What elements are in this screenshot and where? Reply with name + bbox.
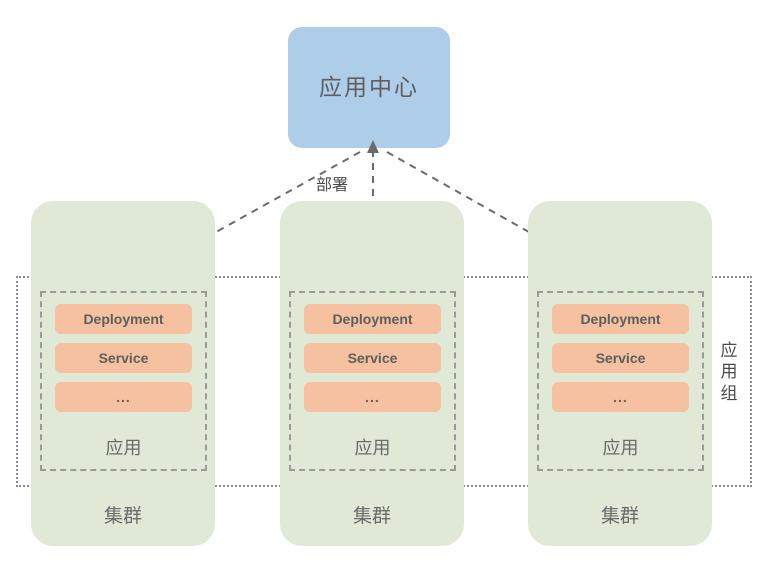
resource-pill-more[interactable]: ... (55, 382, 192, 412)
app-center-node[interactable]: 应用中心 (288, 27, 450, 148)
app-resources-2: Deployment Service ... (291, 293, 454, 421)
cluster-label-1: 集群 (103, 506, 142, 527)
app-resources-1: Deployment Service ... (42, 293, 205, 421)
resource-pill-service[interactable]: Service (304, 343, 441, 373)
resource-pill-deployment[interactable]: Deployment (552, 304, 689, 334)
cluster-label-3: 集群 (600, 506, 639, 527)
app-box-label-3: 应用 (602, 438, 639, 458)
resource-pill-more[interactable]: ... (304, 382, 441, 412)
edge-label-deploy: 部署 (316, 177, 349, 194)
app-box-3[interactable]: Deployment Service ... 应用 (537, 291, 704, 471)
resource-pill-service[interactable]: Service (55, 343, 192, 373)
app-center-label: 应用中心 (319, 74, 419, 100)
app-box-2[interactable]: Deployment Service ... 应用 (289, 291, 456, 471)
app-box-label-1: 应用 (105, 438, 142, 458)
resource-pill-service[interactable]: Service (552, 343, 689, 373)
cluster-node-2[interactable]: Deployment Service ... 应用 集群 (280, 201, 464, 546)
app-box-label-2: 应用 (354, 438, 391, 458)
resource-pill-more[interactable]: ... (552, 382, 689, 412)
cluster-node-3[interactable]: Deployment Service ... 应用 集群 (528, 201, 712, 546)
cluster-label-2: 集群 (352, 506, 391, 527)
app-resources-3: Deployment Service ... (539, 293, 702, 421)
app-group-label: 应用组 (720, 341, 738, 403)
app-box-1[interactable]: Deployment Service ... 应用 (40, 291, 207, 471)
resource-pill-deployment[interactable]: Deployment (304, 304, 441, 334)
resource-pill-deployment[interactable]: Deployment (55, 304, 192, 334)
cluster-node-1[interactable]: Deployment Service ... 应用 集群 (31, 201, 215, 546)
